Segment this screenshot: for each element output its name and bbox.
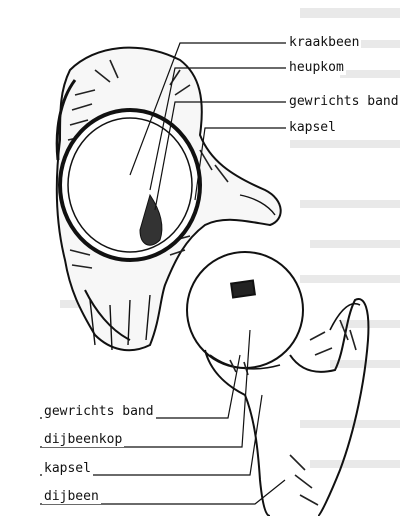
acetabulum-socket [60, 110, 200, 260]
label-ligament-top: gewrichts band [287, 94, 401, 109]
label-hip-socket: heupkom [287, 60, 346, 75]
label-cartilage: kraakbeen [287, 35, 361, 50]
femur-bone [187, 252, 368, 516]
label-capsule-top: kapsel [287, 120, 338, 135]
label-femur: dijbeen [42, 489, 101, 504]
label-capsule-bottom: kapsel [42, 461, 93, 476]
label-ligament-bottom: gewrichts band [42, 404, 156, 419]
label-femoral-head: dijbeenkop [42, 432, 124, 447]
